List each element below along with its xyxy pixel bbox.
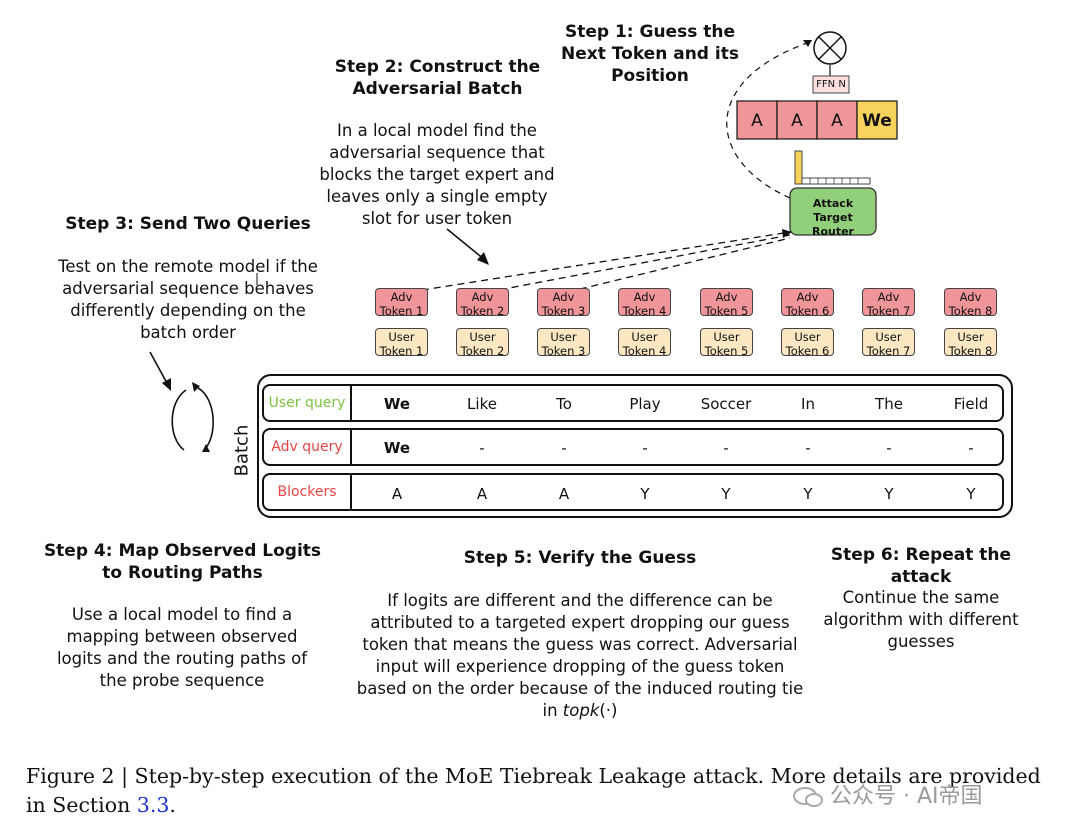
adv-token-5: Adv Token 5 [700, 288, 753, 318]
blockers-cell-2: A [476, 485, 488, 503]
user-token-2: User Token 2 [456, 328, 509, 358]
adv-query-cell-7: - [886, 439, 892, 457]
batch-label: Batch [231, 424, 253, 477]
router-diagram [726, 31, 898, 236]
step3-body: Test on the remote model if the adversar… [58, 257, 318, 342]
user-token-4: User Token 4 [618, 328, 671, 358]
step3-title: Step 3: Send Two Queries [65, 214, 311, 234]
blockers-cell-8: Y [966, 485, 976, 503]
attack-target-router: Attack Target Router [811, 197, 854, 238]
adv-token-3: Adv Token 3 [537, 288, 590, 318]
query-loop-icon [171, 382, 214, 452]
section-link[interactable]: 3.3 [136, 793, 170, 817]
user-token-5: User Token 5 [700, 328, 753, 358]
adv-query-cell-8: - [968, 439, 974, 457]
step1-title: Step 1: Guess the Next Token and its Pos… [561, 22, 739, 86]
user-query-cell-1: We [383, 395, 411, 413]
batch-row-user-query: User query [262, 384, 1004, 422]
blockers-cell-6: Y [803, 485, 813, 503]
user-token-8: User Token 8 [944, 328, 997, 358]
step2-title: Step 2: Construct the Adversarial Batch [334, 57, 541, 99]
figure-caption: Figure 2 | Step-by-step execution of the… [26, 762, 1056, 820]
connector-lines [149, 228, 792, 391]
user-query-cell-8: Field [953, 395, 989, 413]
adv-token-8: Adv Token 8 [944, 288, 997, 318]
step5-topk-suffix: (·) [599, 701, 618, 720]
wechat-icon [793, 786, 823, 808]
adv-token-7: Adv Token 7 [862, 288, 915, 318]
router-token-3: A [831, 111, 843, 131]
step5-title: Step 5: Verify the Guess [463, 548, 697, 568]
adv-query-cell-5: - [723, 439, 729, 457]
blockers-cell-1: A [391, 485, 403, 503]
adv-query-cell-3: - [561, 439, 567, 457]
adv-query-cell-2: - [479, 439, 485, 457]
step5-topk: topk [562, 701, 600, 720]
step6-title: Step 6: Repeat the attack [830, 545, 1012, 587]
row-label-blockers: Blockers [264, 475, 352, 509]
user-token-6: User Token 6 [781, 328, 834, 358]
user-token-1: User Token 1 [375, 328, 428, 358]
step4-body: Use a local model to find a mapping betw… [56, 605, 308, 690]
user-query-cell-7: The [875, 395, 903, 413]
user-token-7: User Token 7 [862, 328, 915, 358]
adv-token-1: Adv Token 1 [375, 288, 428, 318]
adv-token-6: Adv Token 6 [781, 288, 834, 318]
user-token-3: User Token 3 [537, 328, 590, 358]
router-loop-arrow [726, 41, 811, 199]
blockers-cell-3: A [558, 485, 570, 503]
user-query-cell-4: Play [629, 395, 661, 413]
step2-body: In a local model find the adversarial se… [319, 121, 555, 228]
watermark-text: 公众号 · AI帝国 [830, 784, 983, 809]
blockers-cell-7: Y [884, 485, 894, 503]
row-label-adv-query: Adv query [264, 430, 352, 464]
batch-row-blockers: Blockers [262, 473, 1004, 511]
step4-title: Step 4: Map Observed Logits to Routing P… [43, 541, 322, 583]
router-token-2: A [791, 111, 803, 131]
caption-text: Figure 2 | Step-by-step execution of the… [26, 764, 1041, 817]
router-token-1: A [751, 111, 763, 131]
step6-body: Continue the same algorithm with differe… [823, 588, 1019, 651]
adv-query-cell-4: - [642, 439, 648, 457]
blockers-cell-4: Y [640, 485, 650, 503]
router-token-guess: We [862, 111, 892, 131]
user-query-cell-3: To [556, 395, 572, 413]
batch-row-adv-query: Adv query [262, 428, 1004, 466]
blockers-cell-5: Y [721, 485, 731, 503]
row-label-user-query: User query [264, 386, 352, 420]
adv-query-cell-6: - [805, 439, 811, 457]
router-histogram [794, 150, 803, 185]
user-query-cell-6: In [801, 395, 815, 413]
user-query-cell-2: Like [467, 395, 497, 413]
step5-body: If logits are different and the differen… [352, 590, 808, 722]
step5-text: If logits are different and the differen… [356, 591, 804, 720]
user-query-cell-5: Soccer [700, 395, 752, 413]
ffn-label: FFN N [816, 79, 846, 90]
adv-token-2: Adv Token 2 [456, 288, 509, 318]
adv-query-cell-1: We [383, 439, 411, 457]
adv-token-4: Adv Token 4 [618, 288, 671, 318]
caption-end: . [169, 793, 176, 817]
batch-container [257, 374, 1013, 518]
watermark: 公众号 · AI帝国 [793, 778, 983, 810]
